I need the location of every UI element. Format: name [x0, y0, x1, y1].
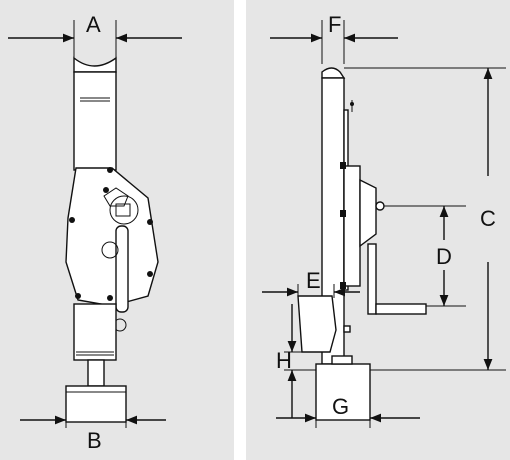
side-view-jack [297, 67, 427, 421]
label-e: E [306, 268, 321, 293]
dimension-g [276, 413, 420, 428]
label-f: F [328, 12, 341, 37]
dimension-f [270, 20, 398, 64]
label-d: D [436, 244, 452, 269]
side-view-panel [246, 0, 510, 460]
side-base [315, 363, 371, 421]
label-c: C [480, 206, 496, 231]
front-view-jack [65, 56, 159, 423]
label-a: A [86, 12, 101, 37]
dimension-d [384, 205, 466, 307]
side-crank-arm [367, 243, 377, 315]
label-b: B [87, 428, 102, 453]
label-g: G [332, 394, 349, 419]
upper-column [73, 71, 117, 171]
crank-handle [115, 225, 129, 313]
jack-head [73, 56, 117, 73]
side-gear-housing [343, 165, 361, 287]
side-jack-head [321, 67, 346, 79]
base-neck [87, 359, 105, 387]
dimension-c [344, 67, 506, 371]
side-crank-grip [375, 303, 427, 315]
dimension-b [20, 415, 166, 428]
label-h: H [276, 348, 292, 373]
side-toe [297, 295, 337, 353]
gear-housing [65, 167, 159, 307]
dimension-a [8, 20, 182, 58]
base-foot [65, 385, 127, 423]
dimension-h [284, 304, 316, 418]
dimension-e [262, 284, 360, 298]
